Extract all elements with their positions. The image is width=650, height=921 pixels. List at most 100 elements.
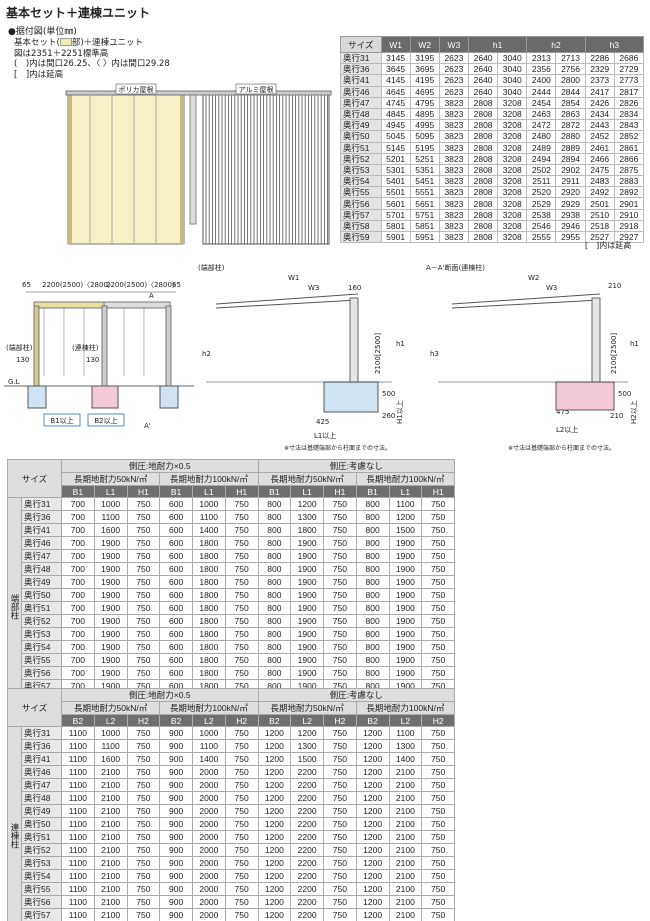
spec-cell: 2911 — [555, 175, 586, 188]
svg-text:B2以上: B2以上 — [94, 416, 117, 425]
spec-cell: 2640 — [467, 51, 499, 65]
table-cell: 2200 — [290, 856, 324, 870]
table-cell: 750 — [224, 653, 259, 667]
table-cell: 900 — [159, 791, 193, 805]
table-cell: 奥行57 — [21, 908, 62, 921]
table-cell: 1400 — [192, 752, 226, 766]
svg-text:65: 65 — [22, 281, 31, 289]
table-cell: 700 — [61, 575, 95, 589]
spec-cell: 5045 — [380, 130, 411, 143]
front-elevation: ポリカ屋根 アルミ屋根 — [65, 83, 332, 245]
spec-cell: 2863 — [555, 107, 586, 121]
table-cell: 1900 — [388, 562, 423, 576]
table-cell: 800 — [355, 575, 390, 589]
table-cell: 奥行36 — [21, 739, 62, 753]
spec-cell: 3823 — [438, 219, 470, 233]
table-cell: 2100 — [388, 895, 423, 909]
table-cell: 1100 — [93, 510, 128, 524]
col-header: L2 — [290, 714, 324, 727]
side-view-end-post: (端部柱) W1 W3 160 h2 h1 2100[2500] 500 425… — [198, 264, 405, 452]
table-cell: 750 — [126, 765, 161, 779]
spec-cell: 5145 — [380, 141, 411, 154]
table-cell: 1600 — [93, 752, 128, 766]
table-cell: 800 — [355, 536, 390, 550]
spec-cell: 3823 — [438, 186, 470, 199]
spec-cell: 5701 — [380, 208, 411, 221]
spec-header: h1 — [467, 36, 528, 53]
spec-cell: 2892 — [613, 186, 645, 199]
table-cell: 750 — [323, 908, 357, 921]
table-cell: 1100 — [61, 752, 95, 766]
spec-cell: 2555 — [526, 230, 557, 244]
table-cell: 900 — [159, 830, 193, 844]
table-cell: 1200 — [257, 908, 292, 921]
spec-cell: 2502 — [526, 163, 557, 177]
table-cell: 1900 — [388, 536, 423, 550]
table-cell: 1200 — [355, 739, 390, 753]
table-cell: 1200 — [355, 778, 390, 792]
table-cell: 750 — [323, 778, 357, 792]
spec-cell: 3208 — [497, 230, 528, 244]
spec-cell: 3208 — [497, 96, 528, 109]
table-cell: 2100 — [93, 817, 128, 831]
table-cell: 2000 — [192, 869, 226, 883]
spec-cell: 3040 — [497, 63, 528, 76]
spec-cell: 2623 — [438, 74, 470, 87]
table-cell: 600 — [159, 497, 193, 511]
spec-cell: 2538 — [526, 208, 557, 221]
spec-cell: 4795 — [409, 96, 440, 109]
spec-cell: 2475 — [584, 163, 615, 177]
table-cell: 900 — [159, 739, 193, 753]
table-cell: 1200 — [257, 765, 292, 779]
table-cell: 750 — [323, 562, 357, 576]
spec-cell: 3145 — [380, 51, 411, 65]
table-cell: 1100 — [61, 830, 95, 844]
table-cell: 750 — [126, 640, 161, 654]
table-cell: 750 — [126, 726, 161, 740]
table-cell: 2000 — [192, 830, 226, 844]
table-cell: 800 — [257, 666, 292, 680]
table-cell: 800 — [257, 627, 292, 641]
table-cell: 2100 — [388, 856, 423, 870]
table-cell: 750 — [323, 536, 357, 550]
spec-cell: 4845 — [380, 107, 411, 121]
col-header: H2 — [323, 714, 357, 727]
svg-text:2200(2500)〈2800〉: 2200(2500)〈2800〉 — [42, 281, 115, 289]
svg-text:500: 500 — [618, 390, 631, 398]
table-cell: 1800 — [192, 562, 226, 576]
spec-cell: 2901 — [613, 197, 645, 210]
table-cell: 1200 — [355, 791, 390, 805]
spec-cell: 3645 — [380, 63, 411, 76]
spec-cell: 2518 — [584, 219, 615, 233]
table-cell: 1900 — [388, 614, 423, 628]
table-cell: 750 — [323, 882, 357, 896]
table-cell: 2000 — [192, 856, 226, 870]
table-cell: 700 — [61, 588, 95, 602]
side-view-conn-post: A－A'断面(連棟柱) W2 W3 210 h3 h1 2100[2500] 5… — [426, 264, 639, 452]
table-cell: 2200 — [290, 791, 324, 805]
table-cell: 1000 — [93, 726, 128, 740]
table-cell: 750 — [224, 791, 259, 805]
table-cell: 750 — [224, 856, 259, 870]
table-cell: 800 — [355, 523, 390, 537]
col-header: L1 — [388, 485, 423, 498]
table-cell: 1200 — [355, 908, 390, 921]
table-cell: 奥行51 — [21, 830, 62, 844]
table-cell: 1800 — [290, 523, 324, 537]
table-cell: 750 — [421, 908, 455, 921]
table-cell: 800 — [355, 653, 390, 667]
table-cell: 1200 — [257, 726, 292, 740]
table-cell: 2200 — [290, 869, 324, 883]
table-cell: 2000 — [192, 778, 226, 792]
spec-cell: 奥行47 — [340, 96, 382, 109]
bearing-header: 長期地耐力50kN/㎡ — [60, 701, 161, 715]
table-cell: 750 — [224, 830, 259, 844]
table-cell: 1100 — [61, 843, 95, 857]
spec-cell: 5501 — [380, 186, 411, 199]
table-cell: 奥行56 — [21, 895, 62, 909]
table-cell: 750 — [126, 588, 161, 602]
table-cell: 900 — [159, 778, 193, 792]
